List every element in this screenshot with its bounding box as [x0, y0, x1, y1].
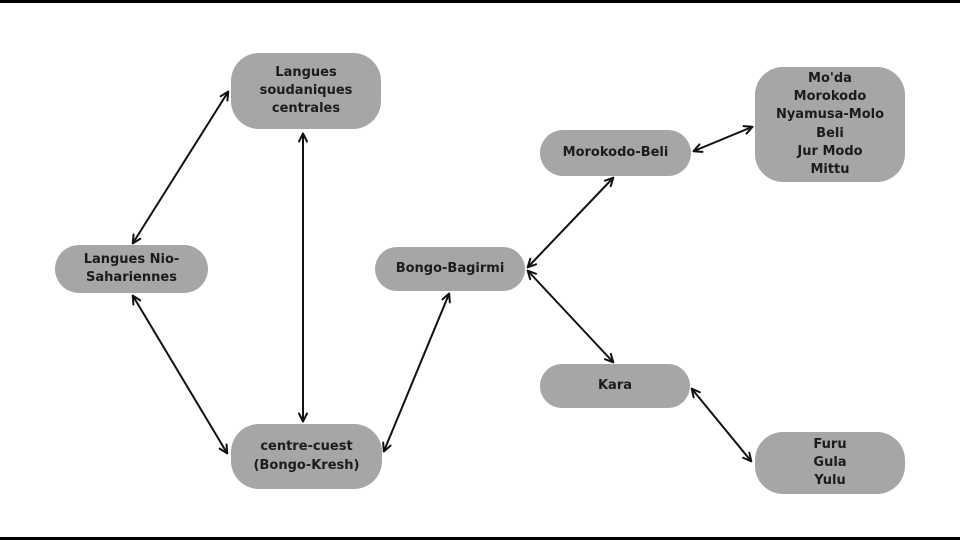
node-centre-cuest-bongo-kresh: centre-cuest (Bongo-Kresh) [231, 424, 382, 489]
arrow-bongo-bagirmi--morokodo-beli [526, 176, 615, 269]
node-label-line: Jur Modo [797, 143, 863, 159]
node-label-line: Bongo-Bagirmi [395, 260, 505, 276]
node-label-line: Langues [275, 64, 337, 80]
node-label-line: Morokodo-Beli [562, 144, 669, 160]
node-label-line: centrales [271, 101, 341, 117]
node-label-line: Mittu [810, 161, 850, 177]
arrow-centre-cuest-bongo-kresh--bongo-bagirmi [382, 292, 451, 453]
arrow-langues-nio-sahariennes--centre-cuest-bongo-kresh [131, 294, 229, 455]
node-label-line: Nyamusa-Molo [775, 107, 885, 123]
node-label-line: Mo'da [808, 70, 852, 86]
node-label-line: Furu [813, 436, 847, 452]
arrow-kara--furu-group [690, 387, 753, 463]
node-label-line: Beli [816, 125, 844, 141]
top-frame-line [0, 0, 960, 3]
node-label-line: Langues Nio- [83, 251, 180, 267]
node-label-line: Sahariennes [86, 270, 177, 285]
node-morokodo-beli: Morokodo-Beli [540, 130, 691, 176]
node-bongo-bagirmi: Bongo-Bagirmi [375, 247, 525, 291]
node-langues-soudaniques-centrales: Langues soudaniques centrales [231, 53, 381, 129]
bottom-frame-line [0, 537, 960, 540]
arrow-langues-nio-sahariennes--langues-soudaniques-centrales [131, 90, 230, 245]
arrow-bongo-bagirmi--kara [526, 269, 615, 364]
node-kara: Kara [540, 364, 690, 408]
node-langues-nio-sahariennes: Langues Nio- Sahariennes [55, 245, 208, 293]
node-label-line: (Bongo-Kresh) [253, 457, 360, 473]
node-label-line: Morokodo [793, 89, 867, 105]
arrow-morokodo-beli--moda-group [692, 125, 754, 153]
node-label-line: Kara [597, 377, 633, 393]
node-label-line: Gula [813, 454, 847, 470]
node-label-line: Yulu [814, 473, 846, 489]
node-label-line: soudaniques [259, 82, 353, 98]
node-label-line: centre-cuest [260, 439, 353, 455]
